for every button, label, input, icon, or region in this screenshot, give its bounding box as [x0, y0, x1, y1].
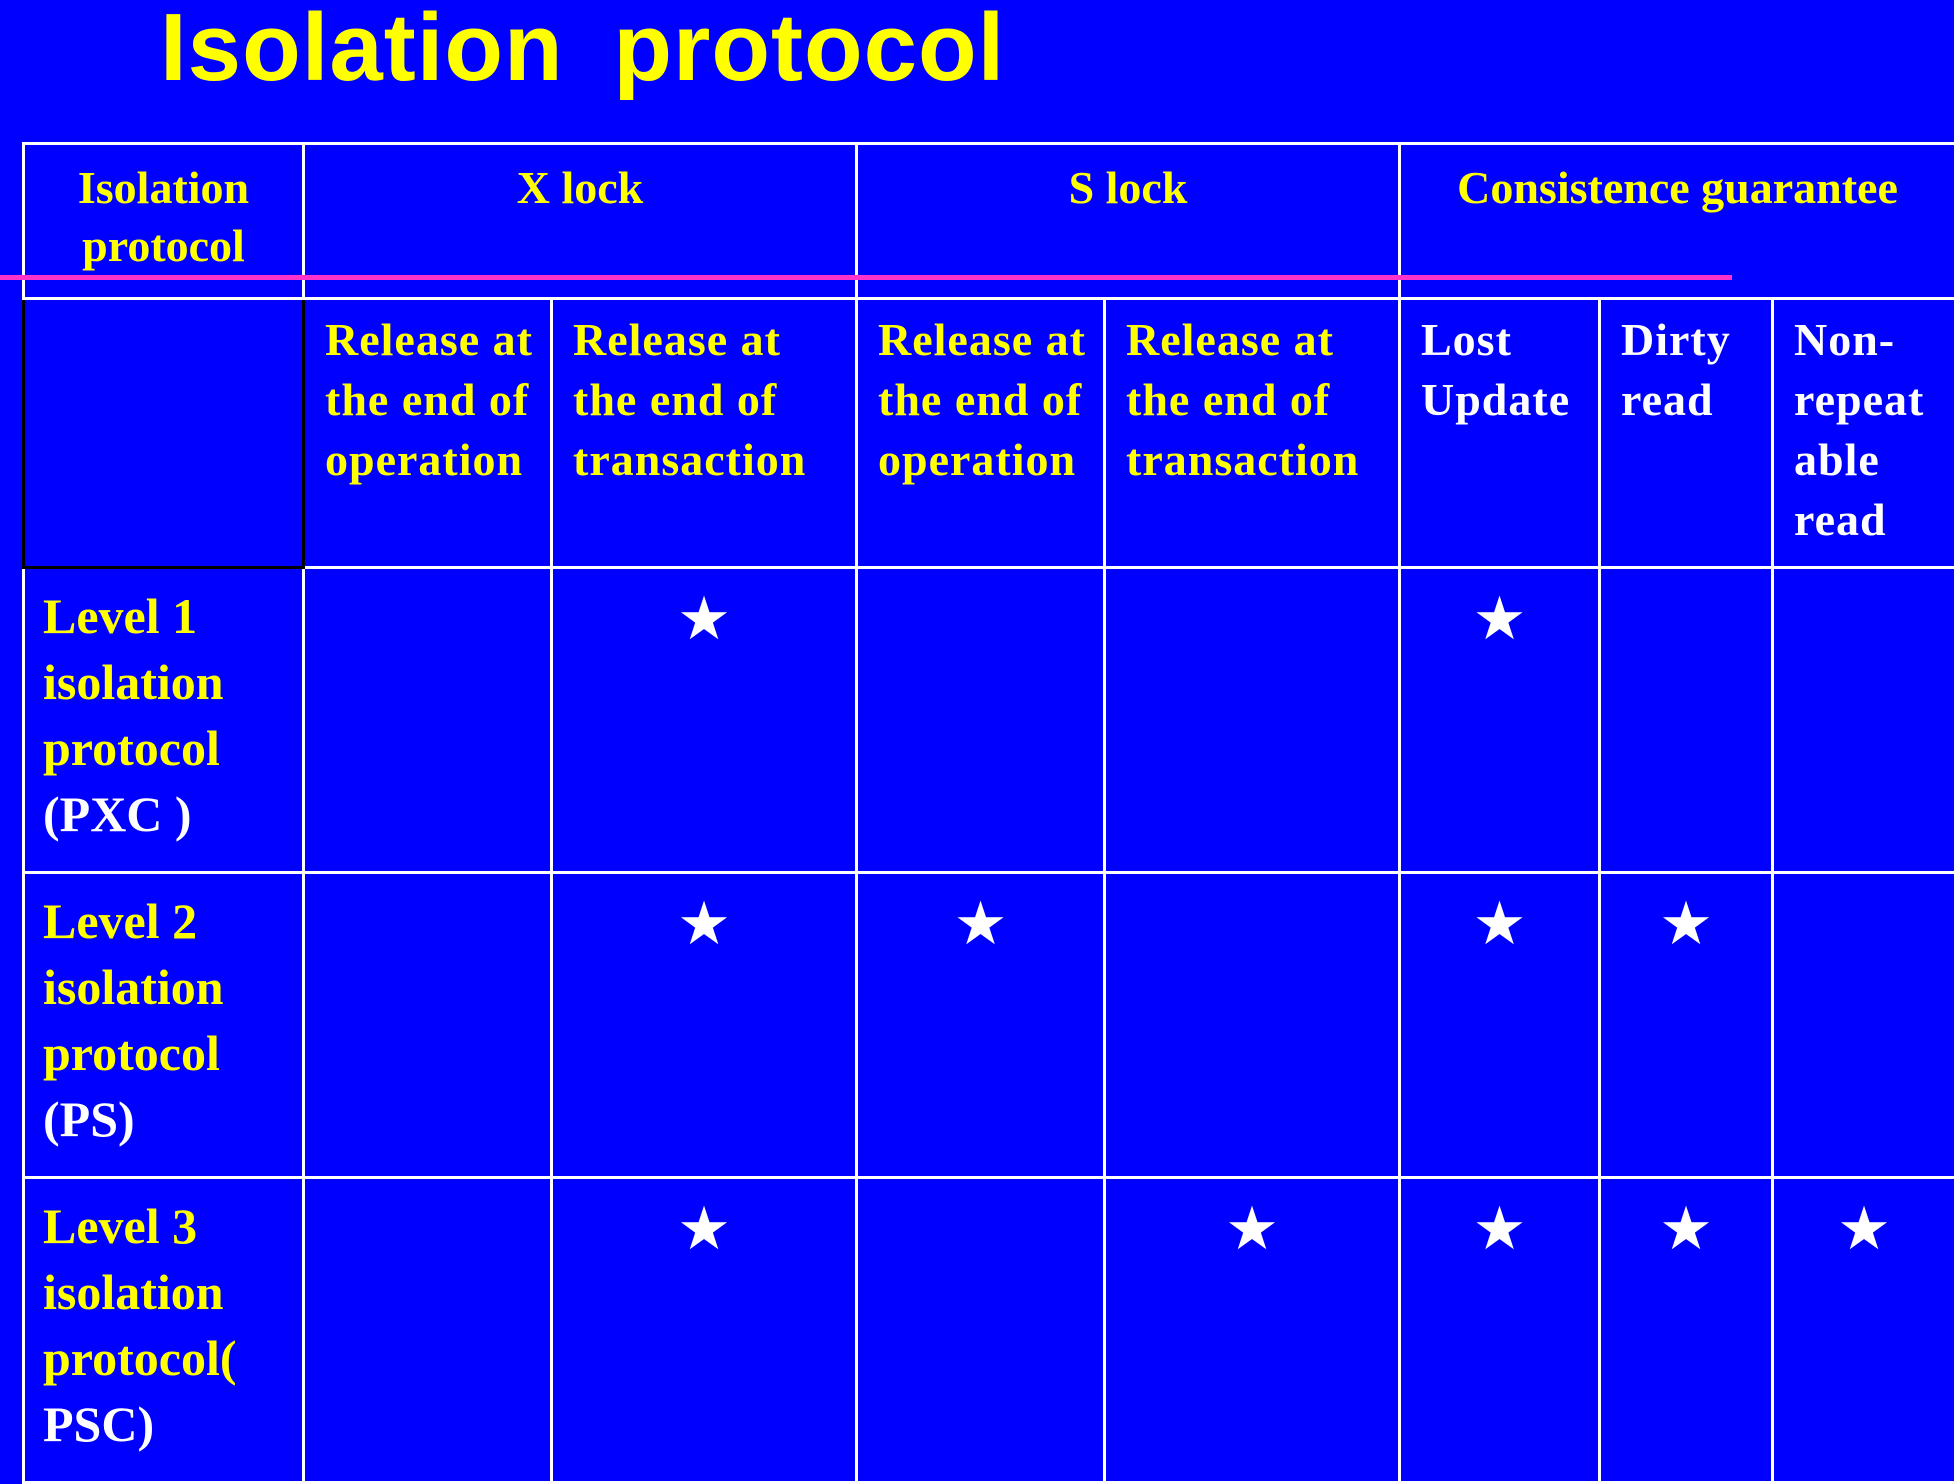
star-icon: ★	[1659, 889, 1713, 959]
star-icon: ★	[1473, 1194, 1527, 1264]
table-row: Level 3 isolation protocol( PSC) ★ ★ ★ ★…	[24, 1178, 1954, 1483]
header-x-release-op: Release at the end of operation	[304, 299, 552, 568]
cell-dirty-read: ★	[1600, 1178, 1773, 1483]
cell-s-tx: ★	[1105, 1178, 1400, 1483]
star-icon: ★	[954, 889, 1008, 959]
header-divider-line	[0, 275, 1732, 280]
row-label: Level 2 isolation protocol (PS)	[24, 873, 304, 1178]
header-row-details: Release at the end of operation Release …	[24, 299, 1954, 568]
header-lost-update: Lost Update	[1400, 299, 1600, 568]
cell-non-repeatable: ★	[1773, 1178, 1954, 1483]
row-label: Level 3 isolation protocol( PSC)	[24, 1178, 304, 1483]
slide-title: Isolation protocol	[160, 0, 1005, 105]
cell-dirty-read	[1600, 568, 1773, 873]
header-dirty-read: Dirty read	[1600, 299, 1773, 568]
cell-x-tx: ★	[552, 568, 857, 873]
header-corner-cell	[24, 299, 304, 568]
star-icon: ★	[677, 889, 731, 959]
star-icon: ★	[677, 584, 731, 654]
table-row: Level 2 isolation protocol (PS) ★ ★ ★ ★	[24, 873, 1954, 1178]
header-non-repeatable-read: Non-repeat able read	[1773, 299, 1954, 568]
row-label-code: PSC)	[43, 1396, 154, 1452]
row-label-main: Level 1 isolation protocol	[43, 588, 224, 776]
row-label-code: (PS)	[43, 1091, 135, 1147]
row-label-main: Level 2 isolation protocol	[43, 893, 224, 1081]
cell-lost-update: ★	[1400, 873, 1600, 1178]
cell-x-op	[304, 1178, 552, 1483]
header-s-release-op: Release at the end of operation	[857, 299, 1105, 568]
cell-x-tx: ★	[552, 1178, 857, 1483]
header-x-release-tx: Release at the end of transaction	[552, 299, 857, 568]
cell-non-repeatable	[1773, 568, 1954, 873]
cell-non-repeatable	[1773, 873, 1954, 1178]
cell-s-op: ★	[857, 873, 1105, 1178]
row-label-main: Level 3 isolation protocol(	[43, 1198, 236, 1386]
cell-dirty-read: ★	[1600, 873, 1773, 1178]
star-icon: ★	[1837, 1194, 1891, 1264]
header-s-release-tx: Release at the end of transaction	[1105, 299, 1400, 568]
cell-lost-update: ★	[1400, 568, 1600, 873]
cell-s-tx	[1105, 873, 1400, 1178]
row-label-code: (PXC )	[43, 786, 192, 842]
cell-s-op	[857, 568, 1105, 873]
star-icon: ★	[1473, 889, 1527, 959]
cell-x-op	[304, 873, 552, 1178]
table-row: Level 1 isolation protocol (PXC ) ★ ★	[24, 568, 1954, 873]
cell-s-tx	[1105, 568, 1400, 873]
star-icon: ★	[1225, 1194, 1279, 1264]
star-icon: ★	[1473, 584, 1527, 654]
cell-x-tx: ★	[552, 873, 857, 1178]
star-icon: ★	[677, 1194, 731, 1264]
cell-s-op	[857, 1178, 1105, 1483]
isolation-protocol-table: Isolation protocol X lock S lock Consist…	[22, 142, 1954, 1484]
star-icon: ★	[1659, 1194, 1713, 1264]
cell-lost-update: ★	[1400, 1178, 1600, 1483]
row-label: Level 1 isolation protocol (PXC )	[24, 568, 304, 873]
cell-x-op	[304, 568, 552, 873]
